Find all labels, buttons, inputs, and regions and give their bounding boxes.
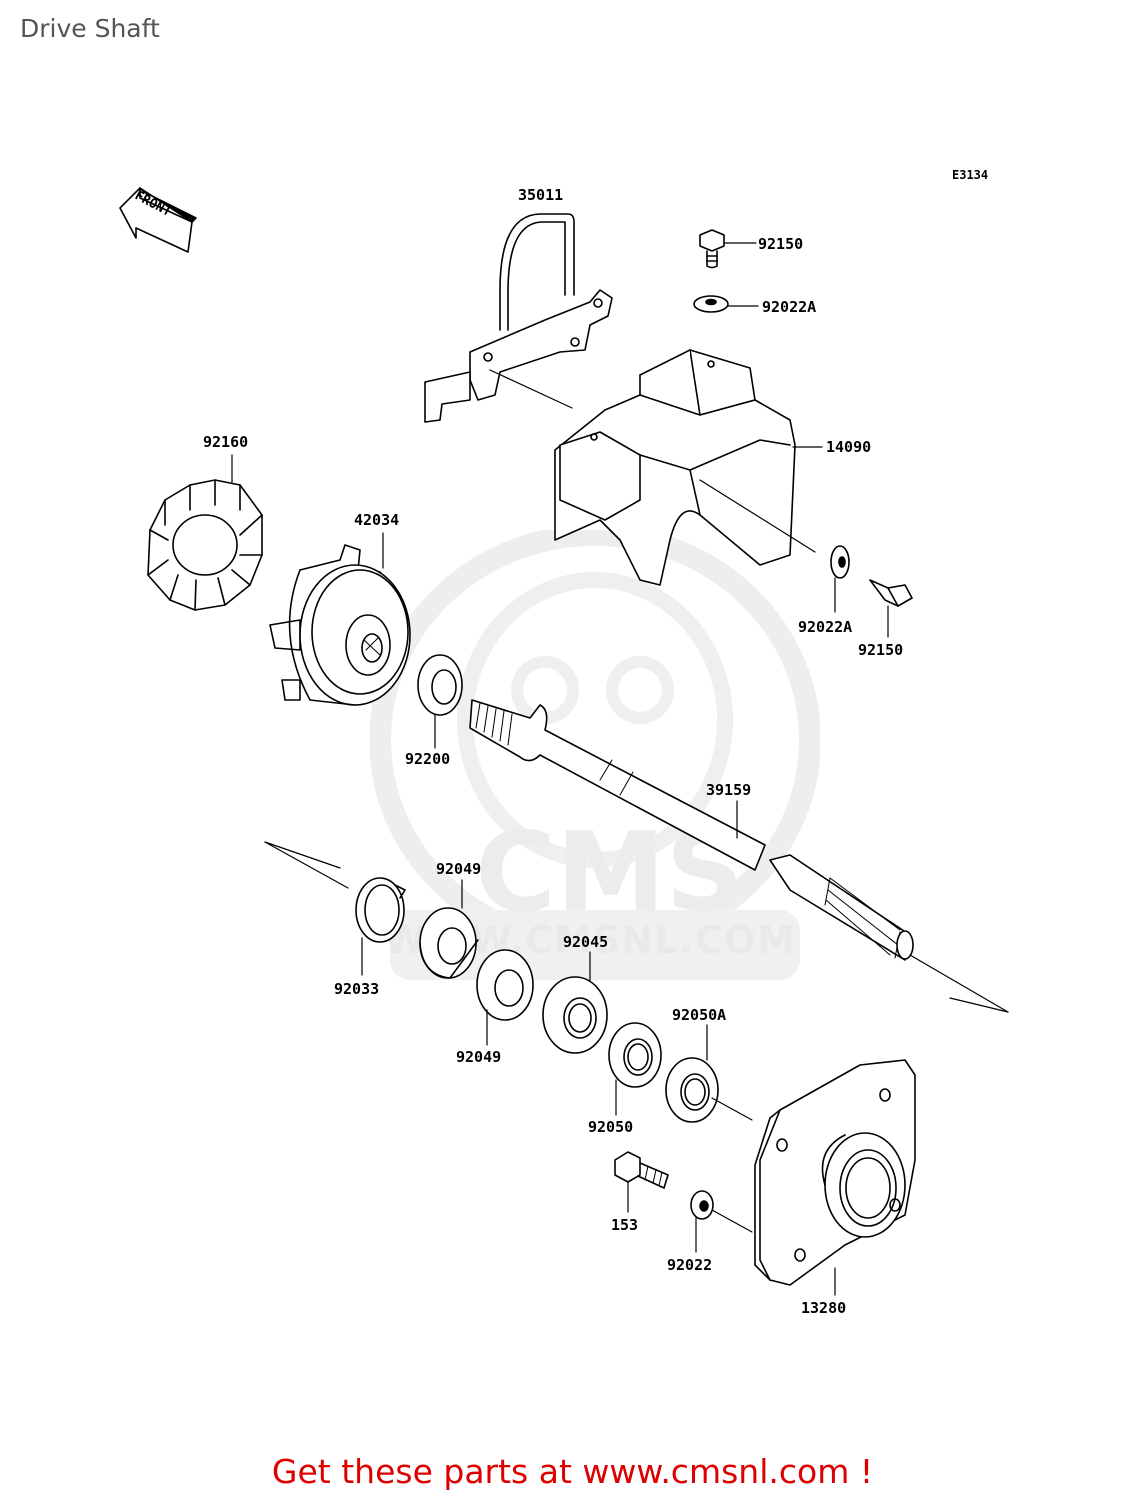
part-number-92049-bottom: 92049 xyxy=(456,1048,502,1066)
diagram-code: E3134 xyxy=(952,168,989,182)
coupling-42034 xyxy=(269,544,411,706)
damper-92160 xyxy=(147,479,263,611)
circlip-92033 xyxy=(355,877,406,943)
part-number-92050A: 92050A xyxy=(672,1006,727,1024)
cover-14090 xyxy=(554,349,796,586)
part-number-153: 153 xyxy=(611,1216,639,1234)
washer-92200 xyxy=(417,654,463,716)
footer-link-text[interactable]: Get these parts at www.cmsnl.com ! xyxy=(271,1452,874,1491)
part-number-35011: 35011 xyxy=(518,186,564,204)
washer-92049-bottom xyxy=(476,949,534,1021)
oil-seal-92050A xyxy=(665,1057,719,1123)
part-number-42034: 42034 xyxy=(354,511,400,529)
part-number-92150-bottom: 92150 xyxy=(858,641,904,659)
bearing-92045 xyxy=(542,976,608,1054)
bracket-35011 xyxy=(424,213,613,423)
part-number-92150-top: 92150 xyxy=(758,235,804,253)
part-number-92049-top: 92049 xyxy=(436,860,482,878)
front-arrow-icon xyxy=(119,187,197,253)
part-number-39159: 39159 xyxy=(706,781,752,799)
bolt-92150-top xyxy=(699,229,725,269)
oil-seal-92050 xyxy=(608,1022,662,1088)
bolt-153 xyxy=(614,1151,669,1189)
plate-13280 xyxy=(754,1059,916,1286)
washer-92022A-bottom xyxy=(830,545,850,579)
front-label: FRONT xyxy=(132,188,174,220)
part-number-92050: 92050 xyxy=(588,1118,634,1136)
front-label-box: FRONT xyxy=(132,188,174,220)
watermark-logo xyxy=(370,530,820,980)
part-number-14090: 14090 xyxy=(826,438,872,456)
part-number-92022: 92022 xyxy=(667,1256,713,1274)
bolt-92150-bottom xyxy=(869,579,913,607)
washer-92022A-top xyxy=(693,295,729,313)
washer-92049-top xyxy=(419,907,479,979)
part-number-92022A-top: 92022A xyxy=(762,298,817,316)
part-number-92045: 92045 xyxy=(563,933,609,951)
drive-shaft-39159 xyxy=(469,699,914,961)
part-number-92022A-bottom: 92022A xyxy=(798,618,853,636)
page-title: Drive Shaft xyxy=(20,14,160,43)
part-number-13280: 13280 xyxy=(801,1299,847,1317)
part-number-92033: 92033 xyxy=(334,980,380,998)
part-number-92200: 92200 xyxy=(405,750,451,768)
part-number-92160: 92160 xyxy=(203,433,249,451)
washer-92022 xyxy=(690,1190,714,1220)
